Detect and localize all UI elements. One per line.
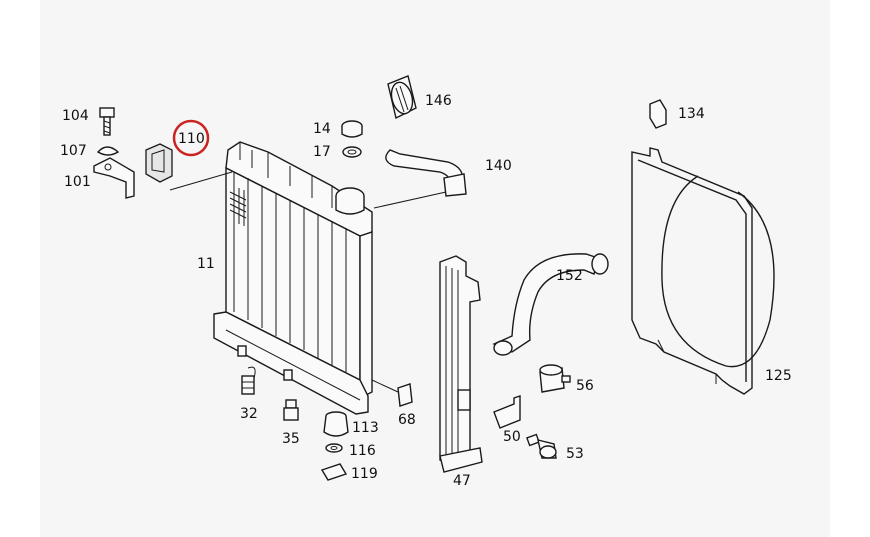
label-101: 101 (64, 174, 91, 190)
diagram-background (40, 0, 830, 537)
hose-part-140[interactable] (385, 149, 467, 197)
label-53: 53 (566, 446, 584, 462)
drain-plug-part-32[interactable] (241, 366, 256, 395)
label-17: 17 (313, 144, 331, 160)
oil-cooler-part-47[interactable] (439, 255, 483, 473)
label-47: 47 (453, 473, 471, 489)
washer-part-17[interactable] (342, 146, 362, 158)
bracket-part-50[interactable] (493, 395, 521, 429)
rubber-mount-part-110[interactable] (145, 143, 173, 183)
label-119: 119 (351, 466, 378, 482)
leader-line-110 (169, 171, 233, 191)
label-152: 152 (556, 268, 583, 284)
clamp-part-56[interactable] (539, 364, 571, 393)
clip-part-134[interactable] (649, 99, 667, 129)
bolt-part-53[interactable] (526, 433, 557, 459)
label-35: 35 (282, 431, 300, 447)
label-11: 11 (197, 256, 215, 272)
bracket-part-119[interactable] (320, 463, 348, 481)
grommet-part-113[interactable] (323, 411, 349, 437)
washer-part-116[interactable] (325, 443, 343, 453)
label-107: 107 (60, 143, 87, 159)
label-146: 146 (425, 93, 452, 109)
label-140: 140 (485, 158, 512, 174)
clip-part-68[interactable] (397, 383, 413, 407)
label-14: 14 (313, 121, 331, 137)
leader-line-140 (373, 191, 447, 209)
leader-line-68 (371, 379, 399, 393)
highlight-circle (172, 119, 210, 157)
label-134: 134 (678, 106, 705, 122)
label-104: 104 (62, 108, 89, 124)
seal-ring-part-146[interactable] (387, 75, 417, 120)
label-110: 110 (178, 131, 205, 147)
bolt-part-104[interactable] (99, 107, 115, 136)
label-125: 125 (765, 368, 792, 384)
label-113: 113 (352, 420, 379, 436)
fan-shroud-part-125[interactable] (631, 147, 775, 395)
plug-part-35[interactable] (283, 399, 299, 421)
label-68: 68 (398, 412, 416, 428)
washer-part-107[interactable] (96, 146, 120, 156)
radiator-part-11[interactable] (213, 141, 373, 415)
label-56: 56 (576, 378, 594, 394)
label-50: 50 (503, 429, 521, 445)
label-116: 116 (349, 443, 376, 459)
bracket-part-101[interactable] (93, 157, 135, 199)
hose-part-152[interactable] (492, 253, 609, 356)
cap-part-14[interactable] (341, 120, 363, 138)
label-32: 32 (240, 406, 258, 422)
